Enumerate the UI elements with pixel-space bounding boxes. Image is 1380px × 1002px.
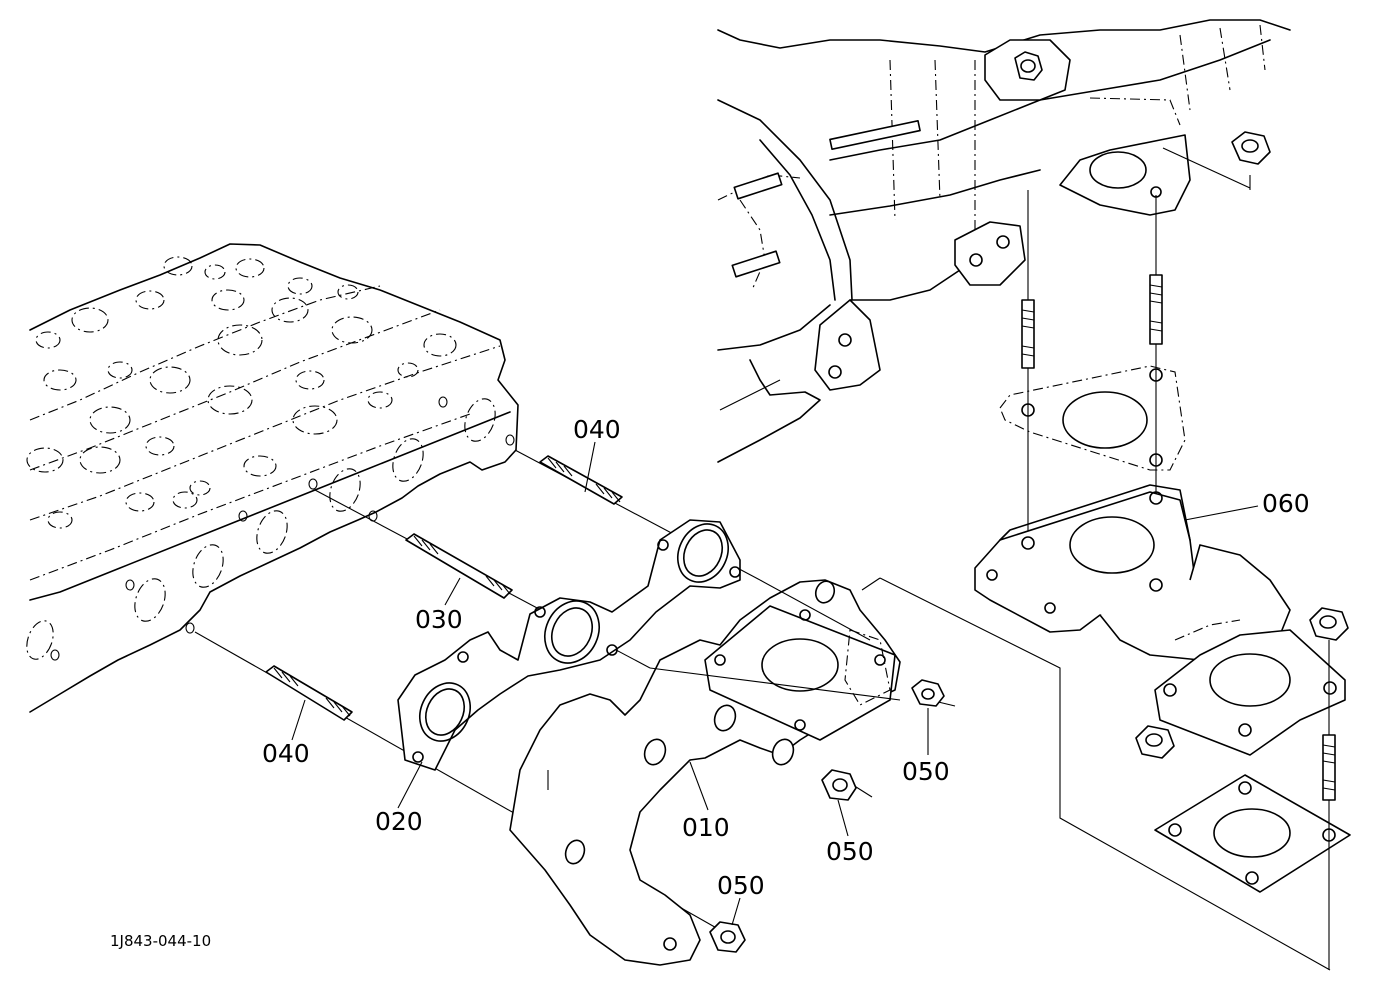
callout-050-middle: 050 xyxy=(826,837,874,866)
nut-050-middle xyxy=(821,769,857,801)
gasket-triangular xyxy=(999,365,1186,471)
callout-050-lower: 050 xyxy=(717,871,765,900)
callout-020: 020 xyxy=(375,807,423,836)
stud-right-1 xyxy=(1021,299,1035,369)
nut-right-upper xyxy=(1309,607,1349,641)
callout-labels: 040 040 030 020 010 050 050 050 060 1J84… xyxy=(110,415,1310,950)
exhaust-manifold-010 xyxy=(509,579,901,966)
stud-right-3 xyxy=(1322,734,1336,801)
callout-010: 010 xyxy=(682,813,730,842)
gasket-square xyxy=(1154,774,1351,893)
nut-050-right xyxy=(911,679,945,707)
stud-right-2 xyxy=(1149,274,1163,345)
dpf-muffler-assembly xyxy=(717,19,1291,463)
callout-030: 030 xyxy=(415,605,463,634)
callout-leaders xyxy=(291,441,1259,926)
nut-right-lower xyxy=(1135,725,1175,759)
callout-050-right: 050 xyxy=(902,757,950,786)
diagram-reference-code: 1J843-044-10 xyxy=(110,932,211,950)
callout-040-lower: 040 xyxy=(262,739,310,768)
gasket-020 xyxy=(397,519,741,771)
callout-040-upper: 040 xyxy=(573,415,621,444)
nut-050-lower xyxy=(709,921,746,953)
callout-060: 060 xyxy=(1262,489,1310,518)
cylinder-head xyxy=(26,243,519,713)
exhaust-adapter-060 xyxy=(974,484,1346,756)
nut-top-right xyxy=(1162,131,1271,190)
